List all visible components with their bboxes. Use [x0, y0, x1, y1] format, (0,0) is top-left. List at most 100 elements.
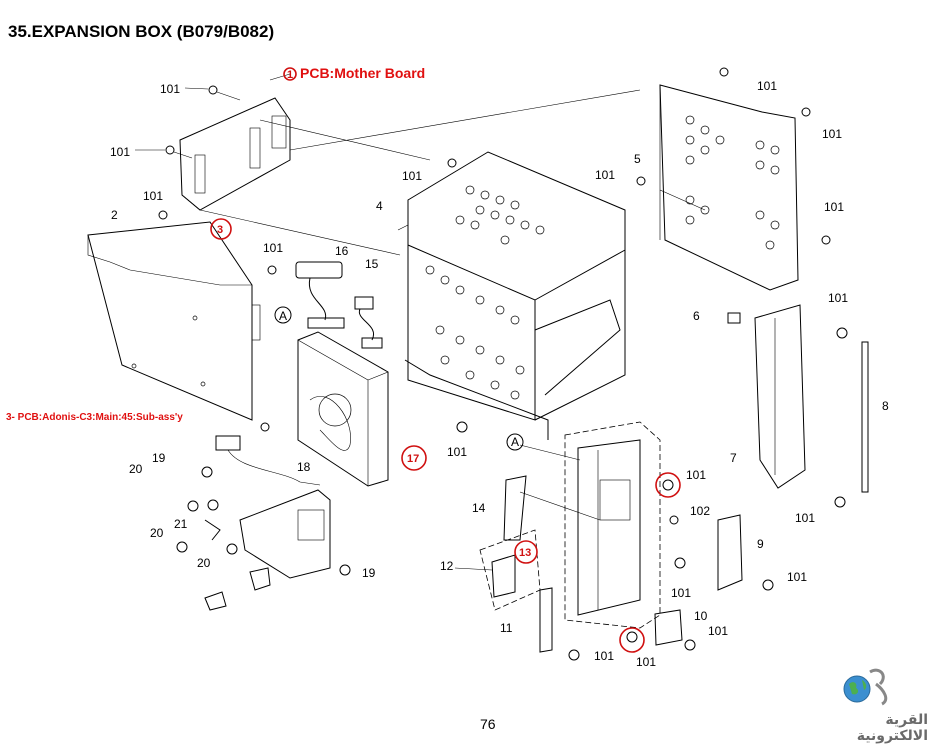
clamp-part-3: [204, 591, 227, 611]
screw-icon: [669, 515, 679, 525]
flat-cable-part: [295, 261, 345, 329]
part-label-101: 101: [757, 79, 777, 93]
part-label-101: 101: [828, 291, 848, 305]
screw-icon: [456, 421, 468, 433]
screw-callout-circle-2: [619, 627, 645, 653]
reference-a-circle-right: [506, 433, 524, 451]
part-label-101: 101: [636, 655, 656, 669]
part-label-20: 20: [150, 526, 164, 540]
hdd-callout-circle: [401, 445, 427, 471]
power-cable-part: [354, 296, 383, 349]
part-label-101: 101: [402, 169, 422, 183]
logo-text: القرية الالكترونية: [856, 712, 928, 744]
part-label-101: 101: [787, 570, 807, 584]
reference-a-circle-left: [274, 306, 292, 324]
harness-part: [227, 449, 321, 486]
guide-rail-part: [727, 304, 869, 493]
screw-icon: [719, 67, 729, 77]
screw-icon: [207, 499, 219, 511]
part-label-5: 5: [634, 152, 641, 166]
reference-a-label: A: [279, 309, 287, 323]
part-label-101: 101: [795, 511, 815, 525]
screw-icon: [568, 649, 580, 661]
part-label-19: 19: [362, 566, 376, 580]
screw-icon: [447, 158, 457, 168]
screw-icon: [636, 176, 646, 186]
part-label-101: 101: [143, 189, 163, 203]
part-label-12: 12: [440, 559, 454, 573]
page-title: 35.EXPANSION BOX (B079/B082): [8, 22, 275, 41]
part-label-11: 11: [500, 621, 513, 635]
part-label-101: 101: [686, 468, 706, 482]
bracket-9-part: [717, 514, 743, 591]
part-label-101: 101: [822, 127, 842, 141]
screw-icon: [208, 85, 241, 101]
screw-icon: [339, 564, 351, 576]
screw-callout-circle: [655, 472, 681, 498]
screw-icon: [626, 631, 638, 643]
drive-cage-part: [397, 151, 626, 440]
screw-icon: [821, 235, 831, 245]
clamp-part-2: [249, 567, 271, 591]
part-label-14: 14: [472, 501, 486, 515]
part-label-10: 10: [694, 609, 708, 623]
clamp-part: [204, 519, 221, 541]
screw-icon: [801, 107, 811, 117]
screw-icon: [260, 422, 270, 432]
part-label-15: 15: [365, 257, 379, 271]
screw-icon: [226, 543, 238, 555]
mother-board-index: 1: [287, 69, 293, 81]
screw-icon: [187, 500, 199, 512]
adonis-board-label: 3- PCB:Adonis-C3:Main:45:Sub-ass'y: [6, 412, 183, 423]
bracket-10-part: [654, 609, 683, 646]
part-label-18: 18: [297, 460, 311, 474]
adonis-callout-circle: [210, 218, 232, 240]
bracket-part: [239, 489, 331, 579]
part-label-7: 7: [730, 451, 737, 465]
part-label-101: 101: [160, 82, 180, 96]
screw-icon: [836, 327, 848, 339]
mother-board-callout-circle: [283, 67, 297, 81]
part-label-101: 101: [671, 586, 691, 600]
screw-icon: [165, 145, 193, 159]
adonis-board-part: [87, 221, 261, 421]
mother-board-label: PCB:Mother Board: [300, 65, 426, 81]
front-bracket-part: [491, 439, 641, 653]
part-label-101: 101: [110, 145, 130, 159]
part-label-101: 101: [708, 624, 728, 638]
part-label-101: 101: [263, 241, 283, 255]
page-number: 76: [480, 716, 496, 732]
screw-icon: [201, 466, 213, 478]
part-label-101: 101: [594, 649, 614, 663]
adonis-callout-number: 3: [217, 224, 223, 236]
part-label-101: 101: [447, 445, 467, 459]
mother-board-part: [179, 97, 291, 211]
connector-part: [215, 435, 241, 451]
clip-callout-number: 13: [519, 547, 531, 559]
part-label-101: 101: [595, 168, 615, 182]
part-label-101: 101: [824, 200, 844, 214]
part-label-19: 19: [152, 451, 166, 465]
screw-icon: [662, 479, 674, 491]
side-panel-part: [659, 84, 799, 291]
screw-icon: [176, 541, 188, 553]
screw-icon: [158, 210, 168, 220]
part-label-16: 16: [335, 244, 349, 258]
hdd-callout-number: 17: [407, 453, 419, 465]
part-label-20: 20: [197, 556, 211, 570]
screw-icon: [834, 496, 846, 508]
part-label-21: 21: [174, 517, 188, 531]
part-label-4: 4: [376, 199, 383, 213]
part-label-8: 8: [882, 399, 889, 413]
cage-vent-holes: [425, 185, 545, 400]
part-label-2: 2: [111, 208, 118, 222]
clip-callout-circle: [514, 540, 538, 564]
reference-a-label: A: [511, 435, 519, 449]
screw-icon: [674, 557, 686, 569]
part-label-102: 102: [690, 504, 710, 518]
part-label-20: 20: [129, 462, 143, 476]
screw-icon: [267, 265, 277, 275]
hard-disk-part: [297, 331, 389, 487]
part-label-6: 6: [693, 309, 700, 323]
